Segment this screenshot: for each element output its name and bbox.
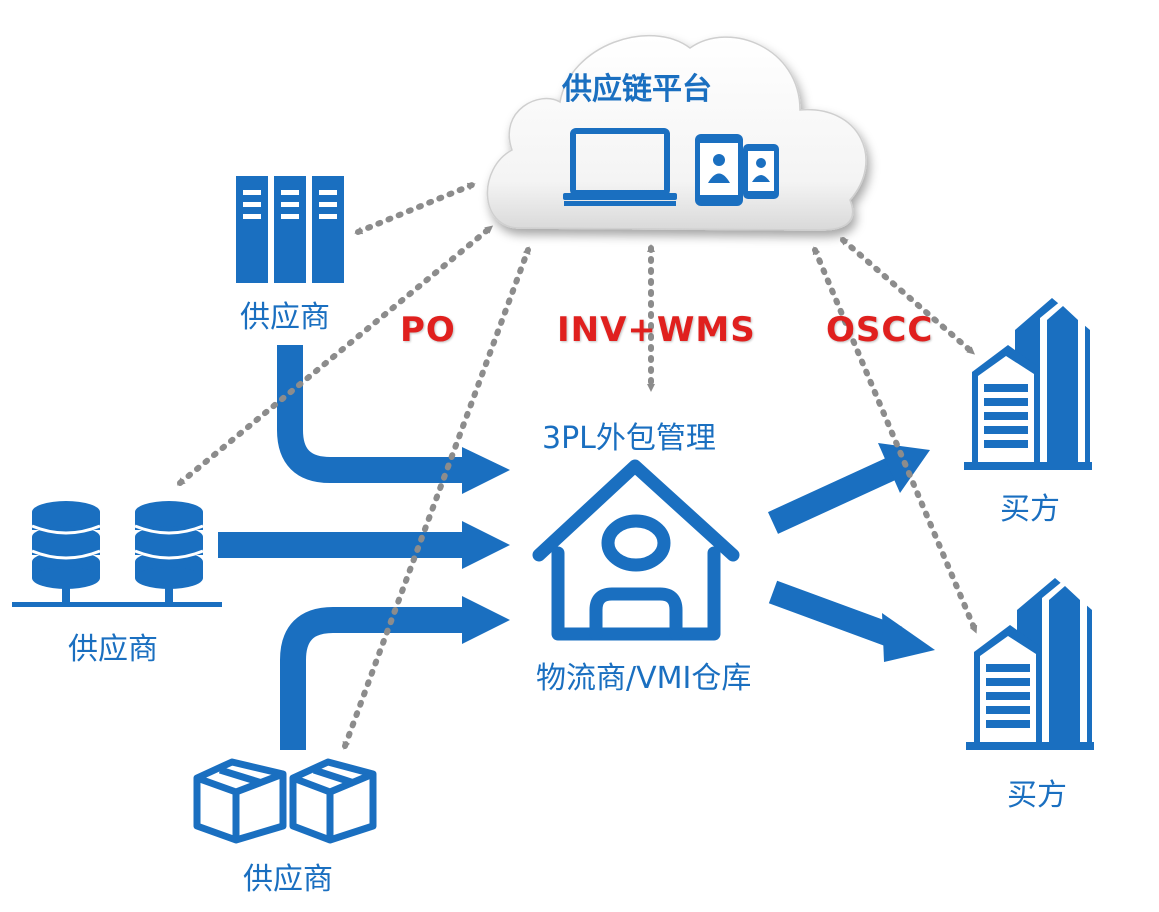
house-icon — [532, 459, 740, 641]
box-icon — [193, 758, 377, 844]
link-boxes-cloud — [342, 246, 531, 750]
buyer-bottom-label: 买方 — [1007, 778, 1067, 813]
server-rack-icon — [236, 176, 344, 283]
info-links — [176, 182, 978, 750]
flow-label-po: PO — [400, 310, 456, 350]
database-icon — [12, 501, 222, 607]
supplier-boxes-label: 供应商 — [243, 862, 333, 897]
tablet-icon — [695, 134, 779, 206]
laptop-icon — [563, 128, 677, 206]
supply-flow-arrows — [218, 345, 510, 750]
supplier-server-label: 供应商 — [240, 300, 330, 335]
buyer-top-label: 买方 — [1000, 492, 1060, 527]
supplier-db-label: 供应商 — [68, 632, 158, 667]
link-buyer2-cloud — [812, 246, 978, 634]
cloud-title: 供应链平台 — [562, 72, 712, 107]
building-icon — [964, 298, 1092, 470]
flow-label-inv-wms: INV+WMS — [557, 310, 756, 350]
flow-label-oscc: OSCC — [826, 310, 934, 350]
building-icon — [966, 578, 1094, 750]
link-server-cloud — [354, 182, 476, 235]
warehouse-top-label: 3PL外包管理 — [542, 421, 716, 456]
warehouse-bottom-label: 物流商/VMI仓库 — [536, 661, 752, 696]
